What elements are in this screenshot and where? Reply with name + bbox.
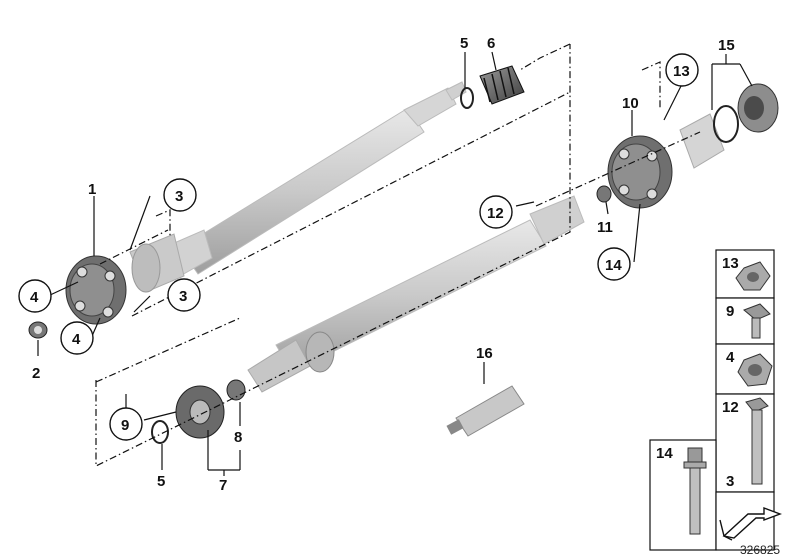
callout-4a: 4 xyxy=(30,289,39,306)
grease-tube xyxy=(446,385,525,437)
diagram-number: 326825 xyxy=(740,543,780,557)
assembly-line-h xyxy=(155,209,171,236)
flange-yoke xyxy=(679,113,725,169)
centering-sleeve-rear xyxy=(596,185,612,203)
center-bearing xyxy=(175,385,225,439)
callout-8: 8 xyxy=(234,429,242,446)
hex-bolt-short-icon xyxy=(743,303,771,339)
callout-2: 2 xyxy=(32,365,40,382)
callout-4a-circle xyxy=(18,279,52,313)
front-propeller-shaft xyxy=(129,81,467,293)
assembly-line-f xyxy=(99,229,169,265)
callout-5a: 5 xyxy=(460,35,468,52)
callout-12-circle xyxy=(479,195,513,229)
callout-3b: 3 xyxy=(179,288,187,305)
flange-nut-icon xyxy=(735,261,771,291)
rear-propeller-shaft xyxy=(247,195,585,393)
callout-11: 11 xyxy=(597,219,613,236)
callout-3a: 3 xyxy=(175,188,183,205)
assembly-line-c xyxy=(131,91,571,317)
assembly-line-a xyxy=(95,44,571,467)
callout-9: 9 xyxy=(121,417,129,434)
flex-disc-rear xyxy=(607,135,673,209)
legend-12: 12 xyxy=(722,399,739,416)
callout-9-circle xyxy=(109,407,143,441)
hex-bolt-long-icon xyxy=(745,397,769,485)
direction-arrow-icon xyxy=(719,506,782,541)
legend-panel: 13 9 4 12 3 14 xyxy=(649,249,782,551)
callout-7: 7 xyxy=(219,477,227,494)
seal-ring-lower xyxy=(151,420,169,444)
legend-cell-14 xyxy=(649,439,717,551)
seal-ring-flange xyxy=(713,105,739,143)
legend-9: 9 xyxy=(726,303,734,320)
protective-boot xyxy=(479,65,525,105)
callout-4b: 4 xyxy=(72,331,81,348)
assembly-line-g xyxy=(95,317,241,383)
legend-cell-12-3 xyxy=(715,393,775,493)
callout-14-circle xyxy=(597,247,631,281)
callout-16: 16 xyxy=(476,345,493,362)
callout-5b: 5 xyxy=(157,473,165,490)
callout-12: 12 xyxy=(487,205,504,222)
callout-1: 1 xyxy=(88,181,96,198)
callout-13: 13 xyxy=(673,63,690,80)
centering-sleeve xyxy=(28,321,48,339)
torx-bolt-icon xyxy=(683,447,707,535)
flex-disc-front xyxy=(65,255,127,325)
callout-15: 15 xyxy=(718,37,735,54)
assembly-line-e xyxy=(641,61,661,110)
lock-nut-icon xyxy=(737,353,773,387)
leader-lines xyxy=(37,51,753,476)
legend-3: 3 xyxy=(726,473,734,490)
callout-4b-circle xyxy=(60,321,94,355)
assembly-line-d xyxy=(535,131,701,207)
legend-14: 14 xyxy=(656,445,673,462)
callout-14: 14 xyxy=(605,257,622,274)
seal-ring-upper xyxy=(460,87,474,109)
callout-3a-circle xyxy=(163,178,197,212)
assembly-line-b xyxy=(519,43,571,71)
output-flange xyxy=(737,83,779,133)
legend-cell-9 xyxy=(715,297,775,345)
callout-3b-circle xyxy=(167,278,201,312)
legend-13: 13 xyxy=(722,255,739,272)
legend-4: 4 xyxy=(726,349,735,366)
callout-6: 6 xyxy=(487,35,495,52)
callout-13-circle xyxy=(665,53,699,87)
callout-10: 10 xyxy=(622,95,639,112)
